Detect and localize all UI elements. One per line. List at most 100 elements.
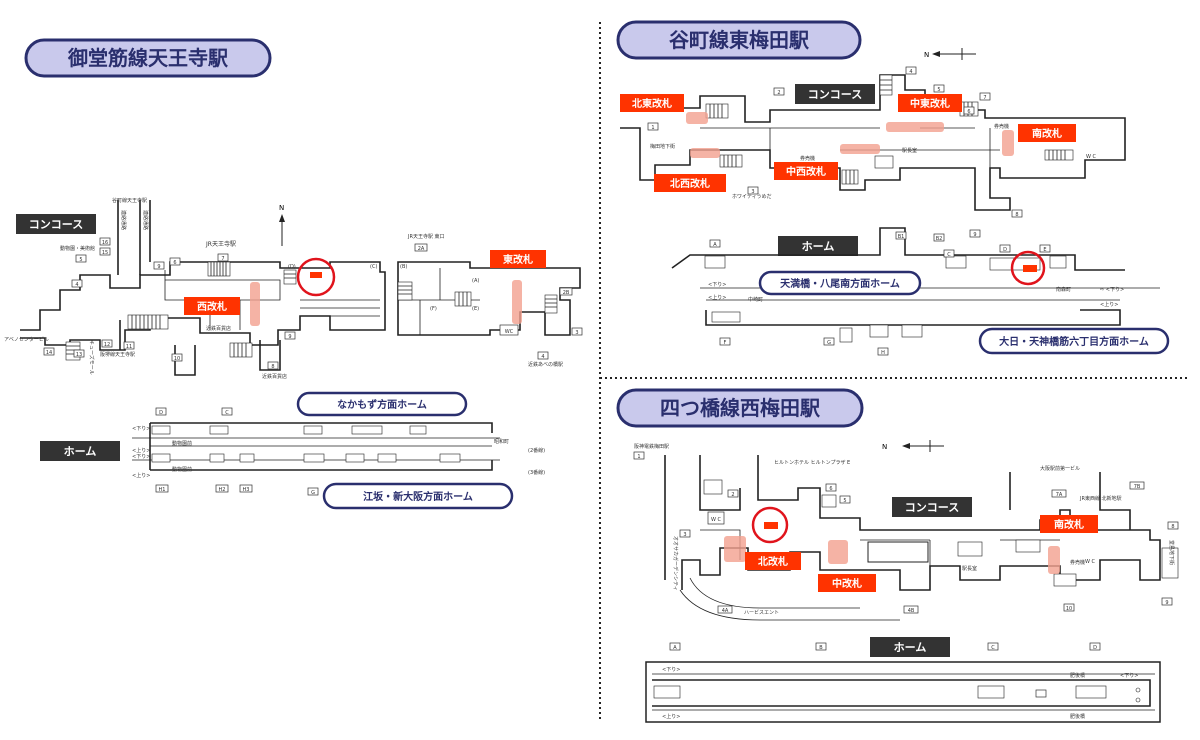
higashi-umeda-nw-gate-box — [654, 174, 726, 192]
nishi-umeda-wc2-text: W C — [1085, 559, 1096, 565]
nishi-umeda-platform-box — [870, 637, 950, 657]
higashi-umeda-north-arrow: N — [924, 48, 976, 60]
nishi-umeda-exits: 1 2 3 4A 4B 5 6 7A 7B 8 9 10 — [633, 451, 1179, 614]
nishi-umeda-title: 四つ橋線西梅田駅 — [660, 396, 820, 420]
tennoji-platform-label: ホーム — [64, 445, 97, 458]
higashi-umeda-ekichou-text: 駅長室 — [902, 147, 917, 154]
tennoji-east-gate-highlight — [512, 280, 522, 324]
tennoji-concourse-label-box — [16, 214, 96, 234]
higashi-umeda-s-gate: 南改札 — [1032, 127, 1062, 140]
tennoji-qs-mall-text: キューズモール — [88, 340, 95, 375]
tennoji-doubutsuen-text: 動物園・美術館 — [60, 245, 95, 252]
svg-text:11: 11 — [126, 344, 132, 350]
svg-text:1: 1 — [651, 125, 654, 131]
higashi-umeda-wc-text: W C — [1086, 154, 1097, 160]
tennoji-concourse-label: コンコース — [29, 218, 83, 231]
higashi-umeda-kenbai-text: 券売機 — [800, 155, 815, 162]
svg-text:4B: 4B — [908, 608, 915, 614]
svg-text:13: 13 — [76, 352, 82, 358]
nishi-umeda-osaka-ekimae-text: 大阪駅前第一ビル — [1040, 465, 1080, 472]
tennoji-north-arrow: N — [279, 204, 285, 246]
tennoji-section: 御堂筋線天王寺駅 コンコース N — [4, 38, 583, 510]
tennoji-nobori2-text: <上り> — [132, 472, 150, 479]
svg-text:4: 4 — [75, 282, 78, 288]
higashi-umeda-platform-dir1: 天満橋・八尾南方面ホーム — [780, 277, 900, 290]
higashi-umeda-ce-gate: 中東改札 — [910, 97, 950, 110]
svg-text:H3: H3 — [243, 487, 250, 493]
nishi-umeda-south-gate-box — [1040, 515, 1098, 533]
svg-text:H: H — [881, 350, 885, 356]
nishi-umeda-north-gate: 北改札 — [758, 555, 788, 568]
svg-text:8: 8 — [1171, 524, 1174, 530]
nishi-umeda-concourse-box — [892, 497, 972, 517]
tennoji-track2-text: (2番線) — [528, 447, 545, 454]
nishi-umeda-higobashi2-text: 肥後橋 — [1070, 713, 1085, 720]
svg-text:15: 15 — [102, 250, 108, 256]
tennoji-dobutsuen-short-text: 動物園前 — [172, 440, 192, 447]
tennoji-kintetsu-abeno-text: 近鉄あべの橋駅 — [528, 361, 563, 368]
higashi-umeda-section: 谷町線東梅田駅 N コンコース 梅田地下街 ホワイティうめだ 駅長室 券売機 券… — [616, 20, 1170, 356]
nishi-umeda-hanshin-text: 阪神電鉄梅田駅 — [634, 443, 669, 450]
svg-text:6: 6 — [173, 260, 176, 266]
svg-text:C: C — [947, 252, 951, 258]
svg-text:2B: 2B — [563, 290, 570, 296]
nishi-umeda-north-text: N — [882, 443, 887, 451]
tennoji-west-gate-highlight — [250, 282, 260, 326]
svg-text:7: 7 — [221, 256, 224, 262]
svg-text:WC: WC — [505, 329, 514, 335]
tennoji-west-gate-box — [184, 297, 240, 315]
svg-text:G: G — [311, 490, 315, 496]
tennoji-platform-dir1: なかもず方面ホーム — [337, 398, 427, 411]
higashi-umeda-north-text: N — [924, 51, 929, 59]
nishi-umeda-platform-diagram: A B C D <下り> <下り> <上り> 肥後橋 肥後橋 — [645, 642, 1161, 723]
svg-text:H1: H1 — [159, 487, 166, 493]
tennoji-jr-station-text: JR天王寺駅 — [205, 240, 236, 248]
nishi-umeda-jr-tozai-text: JR東西線 北新地駅 — [1079, 495, 1122, 502]
svg-text:9: 9 — [157, 264, 160, 270]
higashi-umeda-nakazaki-text: 中崎町 — [748, 296, 763, 303]
higashi-umeda-platform-diagram: A B1 B2 C D E F G H <下り> <上り> ⇨ <下り> <上り… — [671, 227, 1160, 356]
higashi-umeda-concourse-label: コンコース — [808, 88, 862, 101]
svg-text:4: 4 — [909, 69, 912, 75]
svg-text:9: 9 — [288, 334, 291, 340]
higashi-umeda-kudari-text: <下り> — [708, 282, 726, 288]
higashi-umeda-kenbai2-text: 券売機 — [994, 123, 1009, 130]
svg-text:2A: 2A — [418, 246, 425, 252]
svg-text:4A: 4A — [722, 608, 729, 614]
svg-text:H2: H2 — [219, 487, 226, 493]
svg-text:14: 14 — [46, 350, 52, 356]
nishi-umeda-herbis-text: ハービスエント — [744, 609, 779, 616]
svg-text:9: 9 — [973, 232, 976, 238]
nishi-umeda-south-gate: 南改札 — [1054, 518, 1084, 531]
tennoji-platform-dir1-badge — [296, 391, 468, 417]
svg-text:9: 9 — [1165, 600, 1168, 606]
tennoji-jr-east-text: JR天王寺駅 東口 — [407, 233, 445, 240]
nishi-umeda-central-gate-box — [818, 574, 876, 592]
svg-text:A: A — [673, 645, 677, 651]
tennoji-kintetsu-dept-text: 近鉄百貨店 — [206, 325, 231, 332]
svg-text:10: 10 — [174, 356, 180, 362]
svg-text:E: E — [1043, 247, 1046, 253]
higashi-umeda-nw-gate: 北西改札 — [670, 177, 710, 190]
tennoji-elevator-marker — [310, 272, 322, 278]
svg-text:16: 16 — [102, 240, 108, 246]
svg-text:(D): (D) — [288, 264, 296, 270]
tennoji-renraku1-text: 連絡通路 — [120, 210, 127, 230]
svg-text:C: C — [225, 410, 229, 416]
tennoji-elevator-circle — [296, 257, 336, 297]
svg-text:3: 3 — [575, 330, 578, 336]
svg-text:(B): (B) — [400, 264, 407, 270]
svg-text:5: 5 — [937, 87, 940, 93]
svg-text:D: D — [1003, 247, 1007, 253]
nishi-umeda-kenbai-text: 券売機 — [1070, 559, 1085, 566]
nishi-umeda-kudari-text: <下り> — [662, 667, 680, 673]
svg-text:5: 5 — [79, 257, 82, 263]
svg-text:12: 12 — [104, 342, 110, 348]
higashi-umeda-exits: 4 2 5 7 1 6 3 8 9 — [647, 66, 1023, 238]
svg-text:B2: B2 — [936, 236, 943, 242]
tennoji-kintetsu-dept2-text: 近鉄百貨店 — [262, 373, 287, 380]
nishi-umeda-garden-text: オオサカガーデンシティ — [672, 536, 679, 591]
svg-text:8: 8 — [1015, 212, 1018, 218]
higashi-umeda-minamimori-text: 南森町 — [1056, 286, 1071, 293]
tennoji-platform-diagram: D C H1 H2 H3 G <下り> <上り> <下り> <上り> 動物園前 … — [132, 407, 545, 496]
